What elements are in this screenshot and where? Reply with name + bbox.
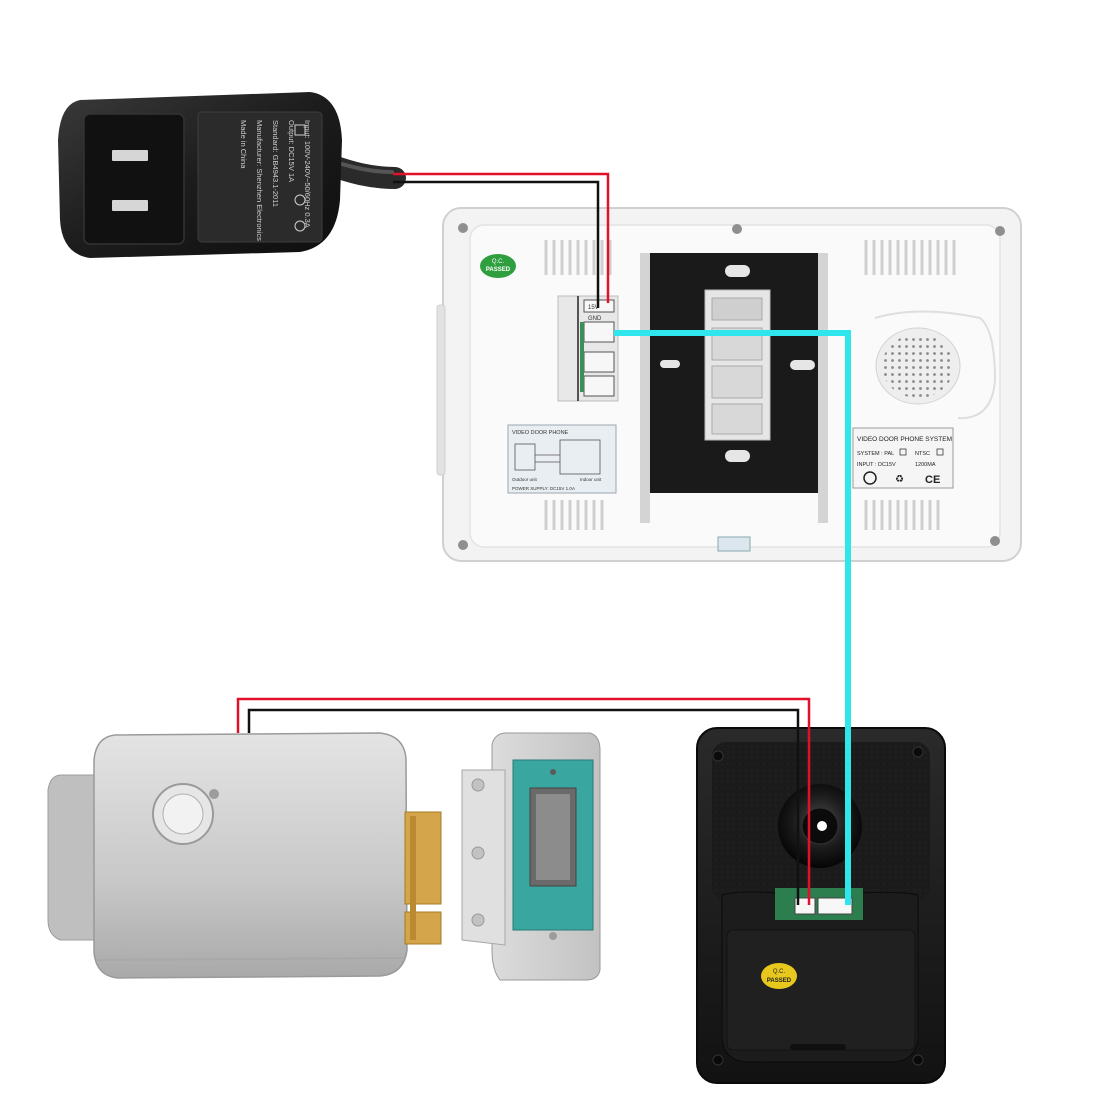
wiring [236,172,851,905]
monitor-vent-bottom-right [864,500,940,530]
electric-lock [47,732,442,979]
adapter-ccc-mark-icon [294,194,306,206]
wire-adapter-black [393,180,600,308]
monitor-side-buttons [436,304,446,476]
adapter-label-line-5: Made in China [239,120,248,169]
monitor-wall-bracket [640,253,828,552]
monitor-connector-pcb [580,322,584,392]
monitor-connector-door2 [583,351,615,373]
strike-screw-2 [471,846,485,860]
monitor-connector-door1 [583,321,615,343]
doorbell-screw-br [912,1054,924,1066]
diagram-label-indoor: Indoor unit [580,477,602,482]
monitor-port-label-15v: 15V [588,305,599,311]
monitor-qc-line-2: PASSED [486,267,511,273]
monitor-screw-tm [732,224,742,234]
monitor-qc-sticker: Q.C. PASSED [480,254,516,278]
spec-label-input: INPUT : DC15V [857,462,896,468]
strike-keeper [461,732,601,981]
wire-lock-black [247,708,800,905]
monitor-vent-bottom-left [544,500,604,530]
outdoor-doorbell-unit: Q.C. PASSED [696,727,946,1084]
adapter-label-line-2: Output: DC15V 1A [287,120,296,182]
spec-label-title: VIDEO DOOR PHONE SYSTEM [857,436,952,443]
monitor-vent-top-left [544,240,612,275]
strike-screw-1 [471,778,485,792]
spec-label-system: SYSTEM : PAL [857,451,894,457]
power-adapter: Input: 100V-240V~50/60Hz 0.3A Output: DC… [58,92,406,258]
wire-adapter-red [393,172,610,303]
adapter-square-mark-icon [294,124,306,136]
strike-side-plate [461,769,506,946]
strike-dot-bottom [549,932,557,940]
adapter-cert-mark-icon [294,220,306,232]
diagram-label-power: POWER SUPPLY: DC15V 1.0A [512,486,575,491]
lock-key-cylinder-center [162,793,204,835]
monitor-speaker-grille [874,310,997,420]
monitor-diagram-label: VIDEO DOOR PHONE Outdoor unit Indoor uni… [507,424,617,494]
adapter-label-line-1: Input: 100V-240V~50/60Hz 0.3A [303,120,312,228]
doorbell-qc-sticker: Q.C. PASSED [761,963,797,989]
adapter-label-line-4: Manufacturer: Shenzhen Electronics [255,120,264,241]
monitor-screw-tl [458,223,468,233]
doorbell-qc-line-2: PASSED [767,978,792,984]
wire-lock-red [236,697,811,905]
spec-label-cert-icon [863,471,877,485]
doorbell-lens-glint [817,821,827,831]
wire-monitor-doorbell-cyan [614,330,851,905]
spec-label-recycle-icon: ♻ [895,474,904,485]
monitor-vent-top-right [864,240,956,275]
lock-body-seam [97,957,404,961]
adapter-label-plate [197,111,323,243]
doorbell-screw-tr [912,746,924,758]
spec-label-ce: CE [925,474,940,486]
monitor-screw-tr [995,226,1005,236]
adapter-label-line-3: Standard: GB4943.1-2011 [271,120,280,207]
doorbell-bottom-slot [790,1044,846,1050]
monitor-connector-door3 [583,375,615,397]
strike-screw-3 [471,913,485,927]
adapter-prong-top [112,150,148,161]
spec-label-power: 1200MA [915,462,936,468]
adapter-plug-face [83,113,185,245]
doorbell-connector-2 [817,897,853,915]
diagram-label-outdoor: Outdoor unit [512,477,538,482]
spec-label-ntsc: NTSC [915,451,930,457]
strike-opening-inner [536,794,570,880]
strike-dot-top [550,769,556,775]
doorbell-qc-line-1: Q.C. [773,969,786,975]
monitor-screw-br [990,536,1000,546]
monitor-port-label-gnd: GND [588,316,602,322]
adapter-prong-bottom [112,200,148,211]
doorbell-battery-cover [726,929,916,1051]
doorbell-screw-tl [712,750,724,762]
lock-bolt-shadow [410,816,416,940]
monitor-qc-line-1: Q.C. [492,259,505,265]
doorbell-screw-bl [712,1054,724,1066]
lock-body [93,732,408,979]
lock-screw [209,789,219,799]
indoor-monitor: Q.C. PASSED 15V GND VIDEO DOOR PHONE Out… [436,207,1022,562]
diagram-label-title: VIDEO DOOR PHONE [512,430,569,436]
monitor-spec-label: VIDEO DOOR PHONE SYSTEM SYSTEM : PAL NTS… [852,427,954,489]
monitor-screw-bl [458,540,468,550]
